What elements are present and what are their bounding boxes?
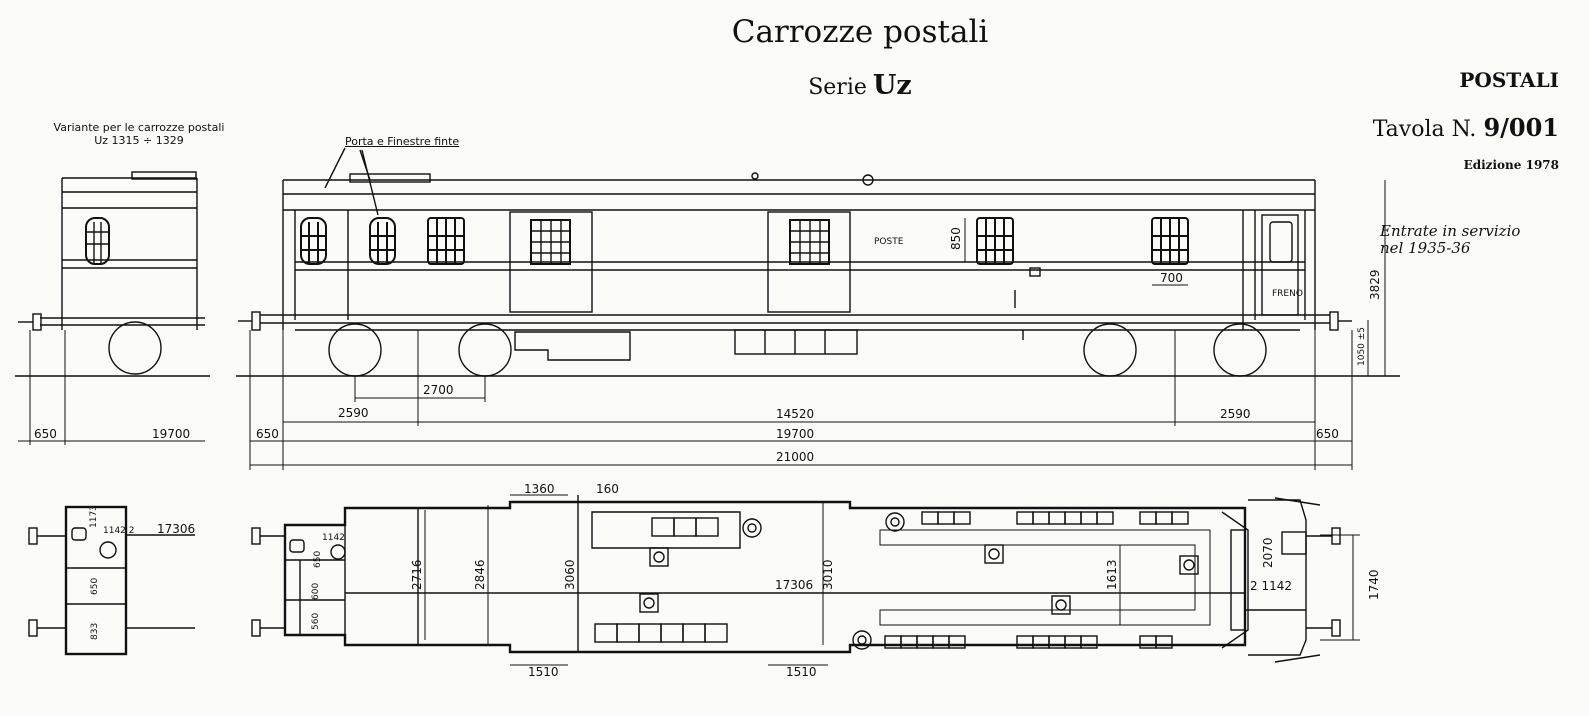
side-window [300, 217, 327, 265]
dim-1360: 1360 [524, 482, 555, 496]
dim-833: 833 [90, 623, 100, 640]
sliding-door [509, 211, 593, 313]
dim-1510-left: 1510 [528, 665, 559, 679]
drawing-title: Carrozze postali [731, 14, 989, 50]
freno-label: FRENO [1272, 289, 1303, 299]
dim-1050: 1050 ±5 [1357, 327, 1367, 366]
variant-side-view [15, 171, 210, 377]
brake-cab-door [1261, 214, 1299, 316]
variant-note-line2: Uz 1315 ÷ 1329 [94, 134, 184, 147]
series-code: Uz [872, 70, 912, 101]
dim-650-plan-small: 650 [90, 578, 100, 595]
dim-1142-small: 1142 2 [103, 526, 135, 536]
variant-note-line1: Variante per le carrozze postali [53, 121, 225, 134]
dim-19700: 19700 [776, 427, 814, 441]
dim-2590-right: 2590 [1220, 407, 1251, 421]
dim-21000: 21000 [776, 450, 814, 464]
main-plan-view [251, 494, 1341, 666]
side-window [1151, 217, 1189, 265]
side-window [976, 217, 1014, 265]
dim-1142-right: 2 1142 [1250, 579, 1292, 593]
dim-700: 700 [1160, 271, 1183, 285]
dim-650-small: 650 [34, 427, 57, 441]
dim-3060: 3060 [563, 559, 577, 590]
edition-label: Edizione 1978 [1463, 158, 1559, 172]
dim-850: 850 [949, 227, 963, 250]
dim-1740: 1740 [1367, 569, 1381, 600]
variant-wheel [108, 321, 162, 375]
bogie-wheel [1083, 323, 1137, 377]
bogie-wheel [328, 323, 382, 377]
poste-label: POSTE [874, 237, 904, 247]
dim-2846: 2846 [473, 559, 487, 590]
plate-label: Tavola N. [1372, 117, 1477, 142]
plate-code: 9/001 [1483, 113, 1559, 142]
pigeonhole-shelf [594, 623, 728, 643]
series-label: Serie [808, 75, 867, 100]
service-note-line1: Entrate in servizio [1380, 222, 1521, 240]
bogie-wheel [458, 323, 512, 377]
dim-650-left: 650 [256, 427, 279, 441]
dim-1613: 1613 [1105, 559, 1119, 590]
dim-560: 560 [311, 613, 321, 630]
dim-160: 160 [596, 482, 619, 496]
dim-600: 600 [311, 583, 321, 600]
pigeonhole-shelf [884, 635, 1173, 649]
dim-2070: 2070 [1261, 537, 1275, 568]
bogie-wheel [1213, 323, 1267, 377]
dim-1173: 1173 [89, 505, 99, 528]
pigeonhole-shelf [921, 511, 1189, 525]
sliding-door [767, 211, 851, 313]
main-side-view [236, 147, 1400, 377]
underframe-battery-box [734, 329, 858, 355]
category-label: POSTALI [1459, 68, 1559, 92]
side-window [369, 217, 396, 265]
side-window [427, 217, 465, 265]
dim-650-right: 650 [1316, 427, 1339, 441]
dim-3010: 3010 [821, 559, 835, 590]
dimension-lines [18, 180, 1386, 641]
dim-19700-small: 19700 [152, 427, 190, 441]
dim-2716: 2716 [410, 559, 424, 590]
pigeonhole-shelf [651, 517, 719, 537]
dim-17306: 17306 [775, 578, 813, 592]
dim-2700: 2700 [423, 383, 454, 397]
variant-plan-view [28, 505, 195, 656]
dim-3829: 3829 [1368, 269, 1382, 300]
dim-2590-left: 2590 [338, 406, 369, 420]
dim-14520: 14520 [776, 407, 814, 421]
plate-number: Tavola N. 9/001 [1373, 113, 1559, 142]
dim-1142-left: 1142 [322, 533, 345, 543]
dim-650-plan: 650 [313, 551, 323, 568]
dim-17306-small: 17306 [157, 522, 195, 536]
fake-door-note: Porta e Finestre finte [345, 135, 460, 148]
service-note-line2: nel 1935-36 [1380, 239, 1471, 257]
dim-1510-right: 1510 [786, 665, 817, 679]
